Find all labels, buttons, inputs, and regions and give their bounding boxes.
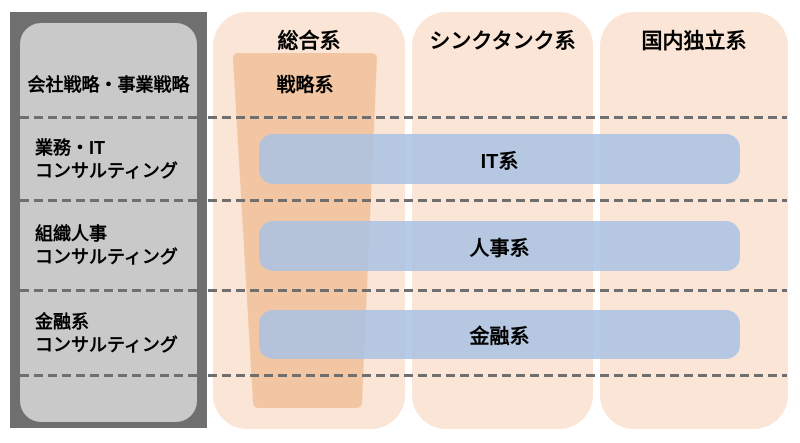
column-header: 国内独立系 [641,30,747,53]
sidebar-row-label: 業務・IT [35,138,105,158]
row-divider [20,374,197,377]
column-domestic-independent: 国内独立系 [600,12,788,429]
sidebar-row-finance: 金融系 コンサルティング [35,311,178,357]
row-divider [208,374,787,377]
sidebar-row-label: 金融系 [35,312,89,332]
band-label: 金融系 [469,326,530,348]
column-header: シンクタンク系 [429,30,576,53]
column-header: 総合系 [277,30,341,53]
band-hr: 人事系 [259,221,740,271]
row-divider [20,116,197,119]
sidebar-row-label: コンサルティング [35,335,178,355]
row-divider [208,199,787,202]
sidebar-row-label: 組織人事 [35,224,107,244]
row-divider [20,289,197,292]
row-divider [208,289,787,292]
band-it: IT系 [259,134,740,184]
sidebar-row-label: コンサルティング [35,161,178,181]
strategy-label: 戦略系 [276,75,334,96]
sidebar-row-label: コンサルティング [35,247,178,267]
band-label: 人事系 [469,237,530,260]
band-finance: 金融系 [259,310,740,359]
sidebar-row-business-it: 業務・IT コンサルティング [35,137,178,183]
column-thinktank: シンクタンク系 [412,12,593,429]
sidebar-row-corporate-strategy: 会社戦略・事業戦略 [20,74,197,97]
sidebar-panel [20,23,197,422]
band-label: IT系 [480,150,519,173]
sidebar-row-hr-organization: 組織人事 コンサルティング [35,223,178,269]
sidebar-row-label: 会社戦略・事業戦略 [27,75,190,95]
row-divider [208,116,787,119]
row-divider [20,199,197,202]
